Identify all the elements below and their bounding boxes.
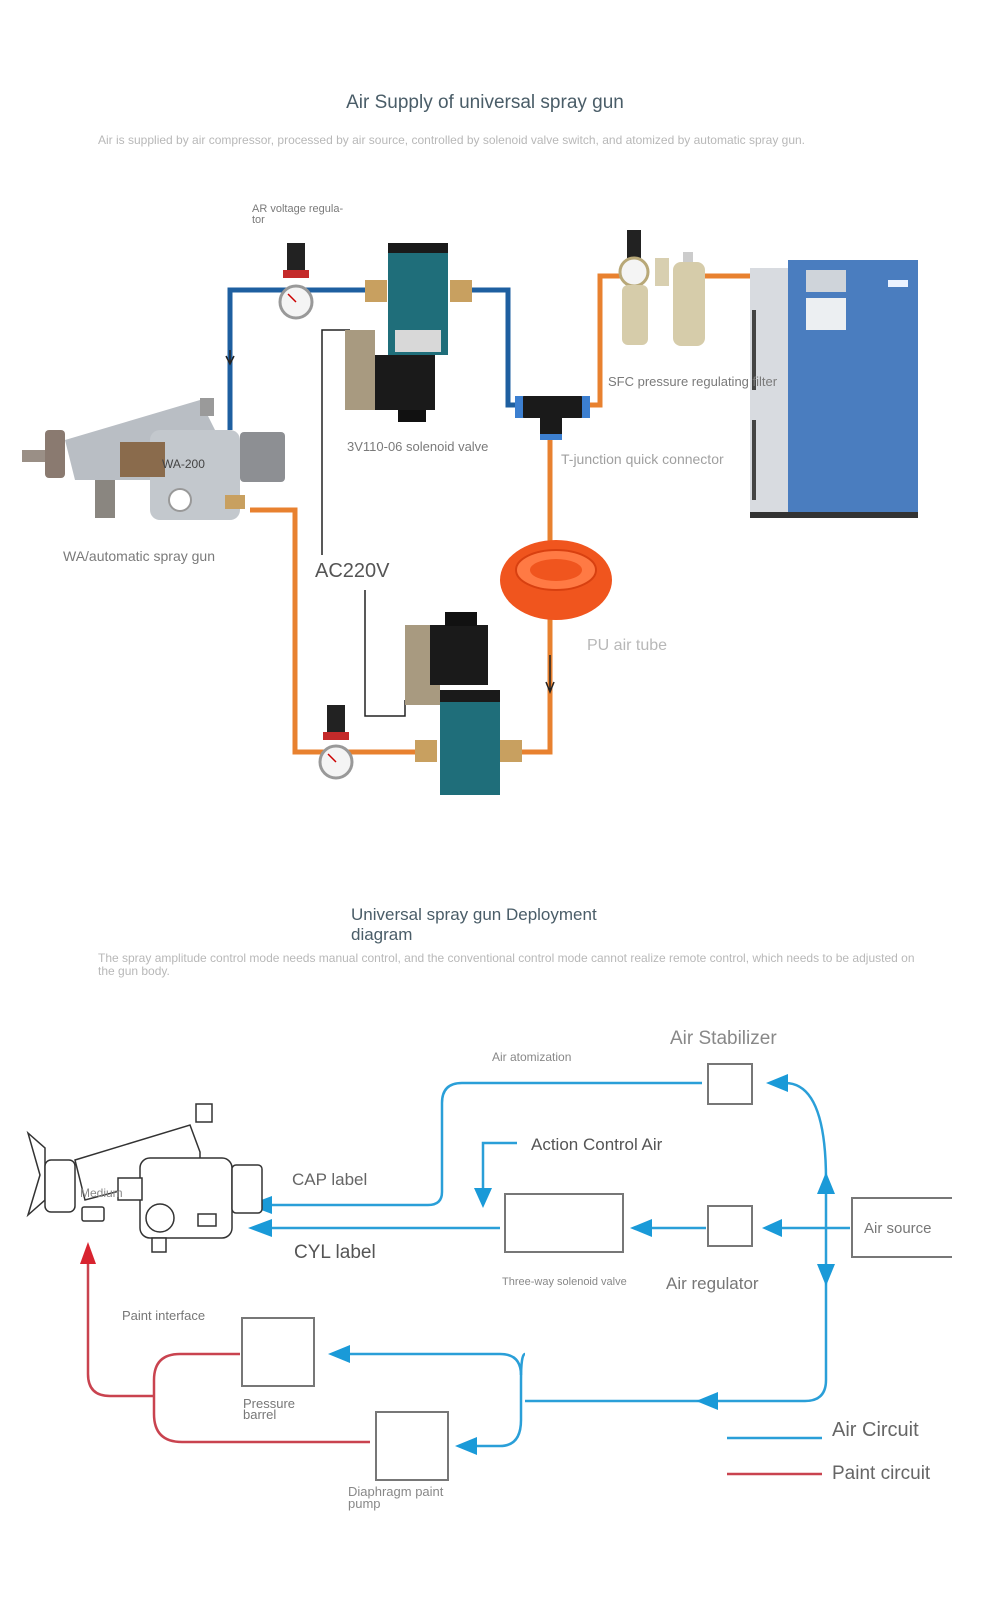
ar-regulator-icon — [278, 243, 314, 320]
air-compressor-icon — [750, 260, 918, 518]
t-junction-label: T-junction quick connector — [561, 451, 724, 467]
air-regulator-box — [707, 1205, 753, 1247]
section2-title: Universal spray gun Deployment diagram — [351, 905, 597, 944]
flow-arrow-icon — [225, 350, 235, 366]
pu-air-tube-icon — [500, 540, 612, 620]
medium-label: Medium — [80, 1186, 123, 1200]
three-way-valve-box — [504, 1193, 624, 1253]
diaphragm-pump-box — [375, 1411, 449, 1481]
air-supply-diagram: WA-200 — [22, 230, 918, 795]
arrow-icon — [455, 1437, 477, 1455]
arrow-icon — [817, 1264, 835, 1286]
t-junction-icon — [515, 396, 590, 440]
solenoid-valve-label: 3V110-06 solenoid valve — [347, 439, 489, 454]
voltage-label: AC220V — [315, 560, 390, 582]
three-way-valve-label: Three-way solenoid valve — [502, 1276, 627, 1288]
air-atomization-label: Air atomization — [492, 1050, 572, 1064]
cap-label: CAP label — [292, 1170, 368, 1189]
air-source-label: Air source — [864, 1220, 932, 1237]
arrow-icon — [630, 1219, 652, 1237]
spray-gun-label: WA/automatic spray gun — [63, 548, 215, 564]
arrow-icon — [762, 1219, 782, 1237]
arrow-icon — [696, 1392, 718, 1410]
pressure-barrel-label: Pressure barrel — [243, 1396, 296, 1422]
arrow-icon — [248, 1219, 272, 1237]
sfc-filter-icon — [618, 230, 705, 346]
legend-air-label: Air Circuit — [832, 1419, 919, 1441]
section1-subtitle: Air is supplied by air compressor, proce… — [98, 133, 806, 147]
pressure-barrel-box — [241, 1317, 315, 1387]
cyl-label: CYL label — [294, 1242, 376, 1263]
air-regulator-label: Air regulator — [666, 1274, 759, 1293]
paint-interface-label: Paint interface — [122, 1308, 206, 1323]
air-source-box — [851, 1197, 952, 1258]
arrow-icon — [817, 1172, 835, 1194]
arrow-icon — [474, 1188, 492, 1208]
diaphragm-pump-label: Diaphragm paint pump — [348, 1484, 444, 1511]
arrow-icon — [328, 1345, 350, 1363]
power-wire — [321, 329, 406, 717]
pu-tube-label: PU air tube — [587, 637, 668, 654]
gun-marking: WA-200 — [162, 457, 205, 471]
section1-title: Air Supply of universal spray gun — [346, 92, 624, 113]
solenoid-valve-icon — [345, 243, 472, 422]
air-stabilizer-label: Air Stabilizer — [670, 1028, 777, 1049]
arrow-icon — [766, 1074, 788, 1092]
solenoid-valve-icon — [405, 612, 522, 795]
air-stabilizer-box — [707, 1063, 753, 1105]
ar-regulator-label: AR voltage regula- tor — [252, 203, 344, 226]
spray-gun-outline-icon — [26, 1103, 263, 1253]
section2-subtitle: The spray amplitude control mode needs m… — [98, 951, 915, 978]
spray-gun-icon — [22, 398, 285, 520]
sfc-filter-label: SFC pressure regulating filter — [608, 374, 778, 389]
paint-arrow-icon — [80, 1242, 96, 1264]
action-control-air-label: Action Control Air — [531, 1135, 663, 1154]
flow-arrow-icon — [545, 655, 555, 695]
legend-paint-label: Paint circuit — [832, 1463, 931, 1484]
ar-regulator-icon — [318, 705, 354, 780]
